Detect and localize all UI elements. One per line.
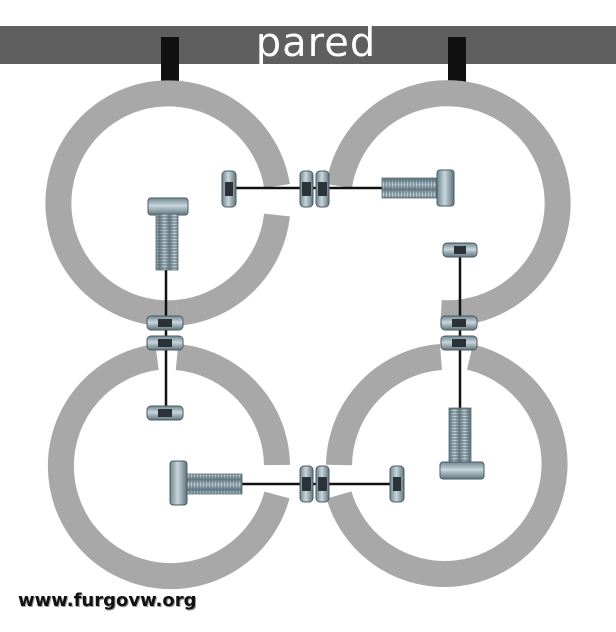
nut-bottom-center-1: [299, 465, 314, 503]
ring-bottom-right-arc: [326, 344, 443, 466]
nut-right-top: [442, 242, 478, 258]
nut-left-2: [146, 335, 184, 351]
bolt-bottom: [169, 460, 243, 506]
ring-top-right: [326, 80, 571, 327]
bolt-left: [147, 197, 189, 271]
nut-left-bottom: [146, 405, 184, 421]
wall-bar: [0, 26, 616, 64]
bolt-top: [381, 169, 455, 207]
watermark-text: www.furgovw.org: [18, 590, 197, 611]
ring-bottom-left-arc: [175, 344, 290, 466]
nut-top-center-1: [299, 170, 314, 208]
nut-top-center-2: [315, 170, 330, 208]
nut-bottom-right: [389, 465, 405, 503]
nut-top-left: [221, 170, 237, 208]
nut-bottom-center-2: [315, 465, 330, 503]
ring-bottom-left: [47, 344, 290, 590]
nut-left-1: [146, 315, 184, 331]
bolt-right: [439, 407, 485, 480]
ring-top-left-arc: [175, 213, 290, 326]
nut-right-2: [440, 335, 478, 351]
nut-right-1: [440, 315, 478, 331]
ring-bottom-right: [326, 344, 568, 587]
ring-top-left: [45, 80, 290, 327]
wall-label: pared: [255, 20, 377, 66]
